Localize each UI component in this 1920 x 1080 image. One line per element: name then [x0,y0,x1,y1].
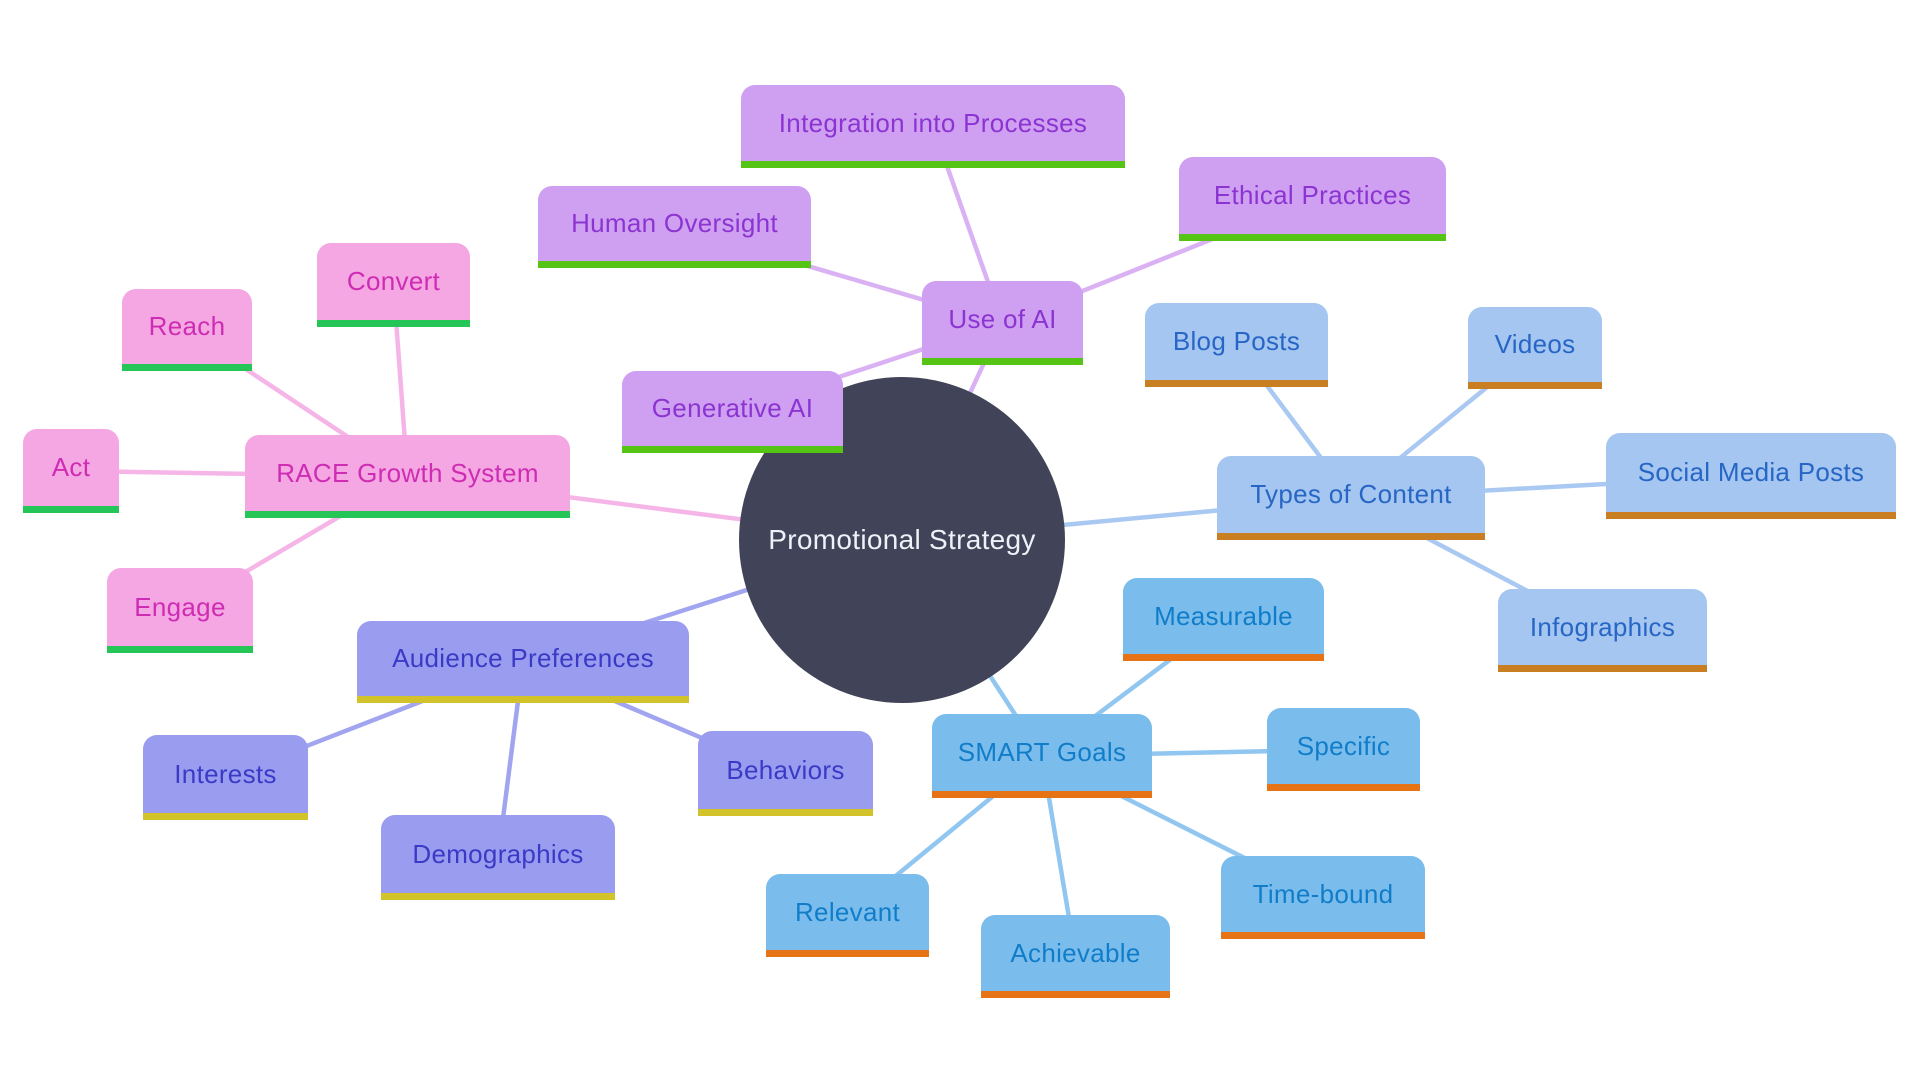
node-audience-preferences: Audience Preferences [357,621,689,703]
node-relevant: Relevant [766,874,929,957]
node-label: Infographics [1529,611,1676,642]
node-generative-ai: Generative AI [622,371,843,453]
node-label: Engage [134,591,226,622]
node-label: SMART Goals [957,737,1127,767]
node-label: Use of AI [948,304,1057,334]
node-label: Specific [1296,730,1391,761]
node-label: Time-bound [1252,878,1394,909]
node-achievable: Achievable [981,915,1170,998]
node-label: Reach [148,311,226,341]
node-label: Ethical Practices [1213,180,1412,210]
node-label: Interests [174,758,277,789]
node-time-bound: Time-bound [1221,856,1425,939]
node-use-of-ai: Use of AI [922,281,1083,365]
node-videos: Videos [1468,307,1602,389]
node-label: Achievable [1010,937,1141,968]
node-behaviors: Behaviors [698,731,873,816]
node-interests: Interests [143,735,308,820]
node-integration-into-processes: Integration into Processes [741,85,1125,168]
node-label: Audience Preferences [392,643,654,673]
node-reach: Reach [122,289,252,371]
node-human-oversight: Human Oversight [538,186,811,268]
node-infographics: Infographics [1498,589,1707,672]
node-ethical-practices: Ethical Practices [1179,157,1446,241]
node-label: Social Media Posts [1637,457,1865,487]
node-measurable: Measurable [1123,578,1324,661]
node-label: Videos [1494,329,1576,359]
node-specific: Specific [1267,708,1420,791]
node-label: Demographics [412,838,584,869]
node-label: RACE Growth System [276,457,539,488]
node-label: Act [51,452,91,482]
node-label: Behaviors [726,754,845,785]
node-label: Types of Content [1250,479,1452,509]
node-convert: Convert [317,243,470,327]
node-social-media-posts: Social Media Posts [1606,433,1896,519]
node-engage: Engage [107,568,253,653]
node-label: Human Oversight [571,208,778,238]
node-smart-goals: SMART Goals [932,714,1152,798]
node-demographics: Demographics [381,815,615,900]
node-label: Measurable [1154,600,1293,631]
node-label: Blog Posts [1172,326,1301,356]
node-label: Generative AI [651,393,814,423]
node-race-growth-system: RACE Growth System [245,435,570,518]
node-label: Convert [346,266,441,296]
root-label: Promotional Strategy [768,524,1036,555]
node-label: Relevant [794,896,901,927]
node-label: Integration into Processes [778,107,1088,138]
node-act: Act [23,429,119,513]
node-blog-posts: Blog Posts [1145,303,1328,387]
node-types-of-content: Types of Content [1217,456,1485,540]
